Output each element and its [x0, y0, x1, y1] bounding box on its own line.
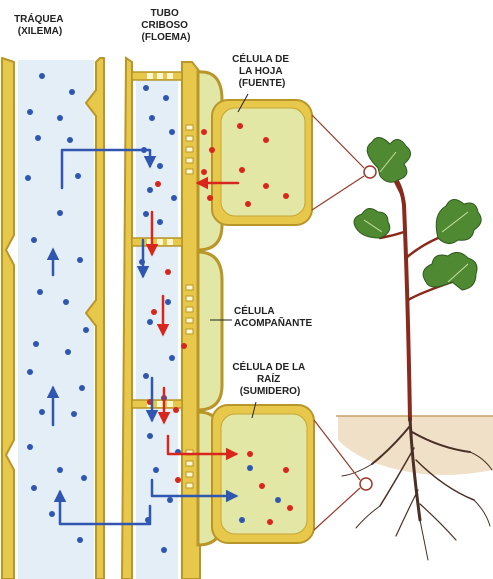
label-tubo-line: TUBO	[150, 8, 179, 19]
sieve-tube	[122, 58, 200, 579]
label-tubo-criboso: TUBO CRIBOSO (FLOEMA)	[141, 8, 190, 43]
label-tubo-line: CRIBOSO	[141, 20, 188, 31]
label-traquea-line: TRÁQUEA	[14, 12, 63, 25]
leaf-left	[354, 208, 390, 238]
sieve-plate	[132, 72, 182, 80]
label-acompanante-line: CÉLULA	[234, 304, 274, 317]
label-tubo-line: (FLOEMA)	[142, 32, 191, 43]
callout-lines	[312, 115, 364, 530]
xylem-left-wall	[2, 58, 14, 579]
xylem-lumen	[18, 60, 94, 579]
leaf-right-upper	[436, 199, 481, 243]
label-traquea-line: (XILEMA)	[18, 26, 62, 37]
sieve-plate	[132, 238, 182, 246]
plant-stem	[378, 165, 452, 420]
label-raiz-line: RAÍZ	[257, 372, 280, 385]
root-cell	[212, 405, 314, 543]
label-raiz-line: CÉLULA DE LA	[232, 360, 305, 373]
sieve-plate	[132, 400, 182, 408]
leaf-right-lower	[423, 252, 477, 290]
label-traquea: TRÁQUEA (XILEMA)	[14, 12, 66, 37]
label-hoja-line: CÉLULA DE	[232, 52, 289, 65]
leaf-top	[367, 137, 410, 182]
label-acompanante-line: ACOMPAÑANTE	[234, 316, 312, 329]
leaves	[354, 137, 481, 290]
label-hoja-line: (FUENTE)	[239, 78, 286, 89]
label-celula-acompanante: CÉLULA ACOMPAÑANTE	[234, 304, 312, 329]
companion-cell	[198, 252, 222, 410]
label-raiz-line: (SUMIDERO)	[240, 386, 301, 397]
root-callout-circle	[360, 478, 372, 490]
sieve-tube-left-wall	[122, 58, 132, 579]
plant-illustration	[336, 137, 493, 560]
leaf-cell	[212, 100, 312, 225]
label-hoja-line: LA HOJA	[239, 66, 282, 77]
soil	[338, 416, 493, 475]
xylem-vessel	[2, 58, 104, 579]
label-celula-raiz: CÉLULA DE LA RAÍZ (SUMIDERO)	[232, 360, 307, 397]
leaf-callout-circle	[364, 166, 376, 178]
label-celula-hoja: CÉLULA DE LA HOJA (FUENTE)	[232, 52, 292, 89]
